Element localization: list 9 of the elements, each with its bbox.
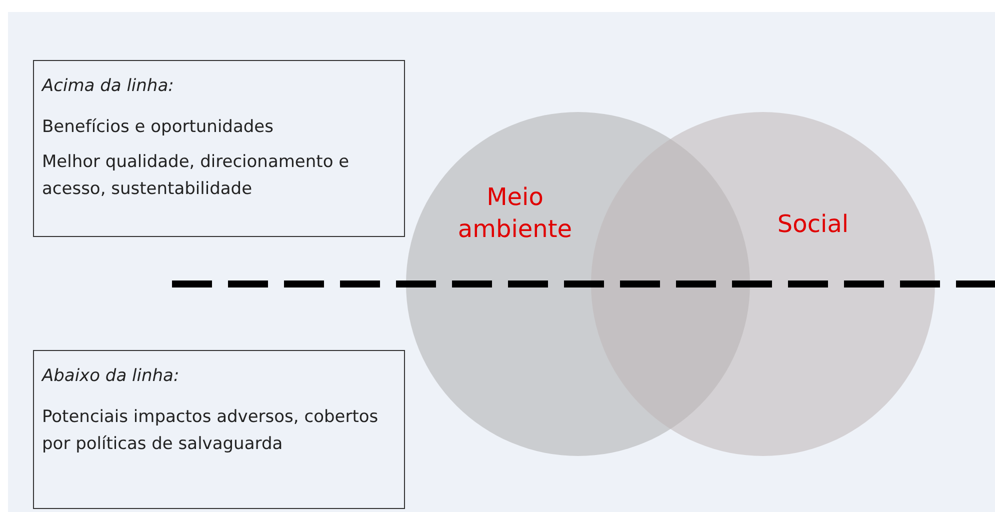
heading: Abaixo da linha:: [42, 365, 180, 388]
circle-label: Meio ambiente: [456, 182, 574, 245]
body-text: Potenciais impactos adversos, cobertos por políticas de salvaguarda: [42, 406, 380, 456]
heading: Acima da linha:: [42, 75, 175, 98]
body-text: Melhor qualidade, direcionamento e acesso, sustentabilidade: [42, 151, 350, 201]
circle-label: Social: [776, 209, 850, 240]
text-box: [33, 60, 405, 237]
body-text: Benefícios e oportunidades: [42, 116, 274, 139]
text-box: [33, 350, 405, 509]
